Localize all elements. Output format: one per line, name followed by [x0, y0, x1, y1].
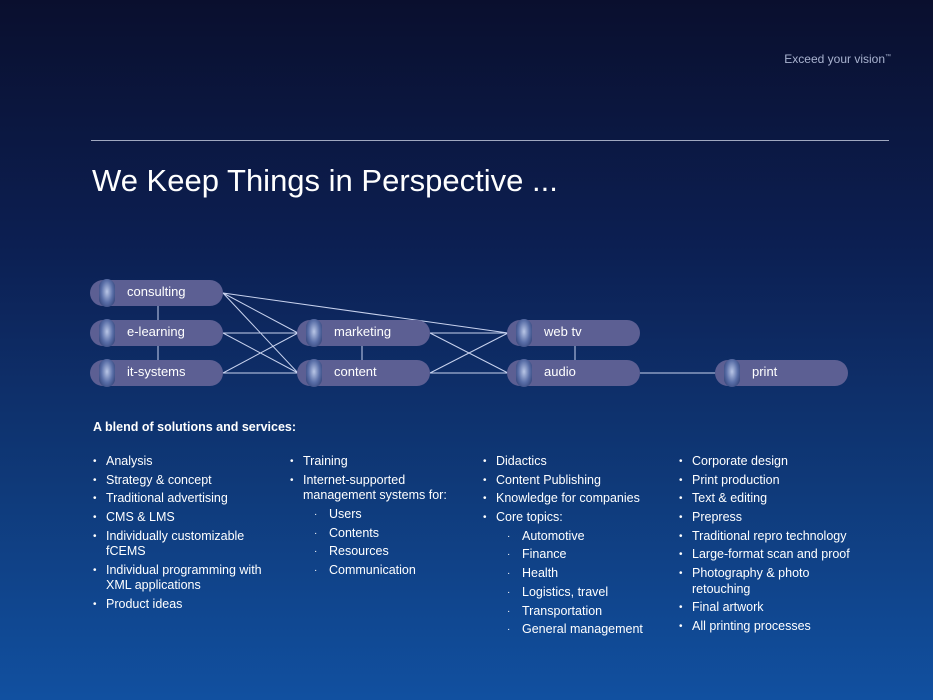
node-audio: audio [507, 359, 640, 387]
sub-list-item: Automotive [483, 529, 673, 545]
node-e-learning: e-learning [90, 319, 223, 347]
list-item: Core topics: [483, 510, 673, 526]
list-item: Strategy & concept [93, 473, 283, 489]
sub-list-item: Communication [290, 563, 480, 579]
node-label: print [752, 364, 778, 379]
list-item: Photography & photo retouching [679, 566, 869, 597]
knob-icon [306, 359, 322, 387]
node-it-systems: it-systems [90, 359, 223, 387]
sub-list-item: Logistics, travel [483, 585, 673, 601]
knob-icon [99, 279, 115, 307]
column-1: AnalysisStrategy & conceptTraditional ad… [93, 454, 283, 616]
column-3: DidacticsContent PublishingKnowledge for… [483, 454, 673, 641]
list-item: Text & editing [679, 491, 869, 507]
node-label: it-systems [127, 364, 186, 379]
sub-list-item: Users [290, 507, 480, 523]
node-label: content [334, 364, 377, 379]
list-item: All printing processes [679, 619, 869, 635]
node-print: print [715, 359, 848, 387]
node-web-tv: web tv [507, 319, 640, 347]
list-item: Content Publishing [483, 473, 673, 489]
column-2: TrainingInternet-supported management sy… [290, 454, 480, 582]
list-item: Knowledge for companies [483, 491, 673, 507]
node-label: marketing [334, 324, 392, 339]
section-heading: A blend of solutions and services: [93, 420, 297, 434]
node-label: e-learning [127, 324, 185, 339]
divider [91, 140, 889, 141]
list-item: Training [290, 454, 480, 470]
knob-icon [724, 359, 740, 387]
list-item: Traditional repro technology [679, 529, 869, 545]
list-item: Internet-supported management systems fo… [290, 473, 480, 504]
node-consulting: consulting [90, 279, 223, 307]
list-item: Print production [679, 473, 869, 489]
list-item: Prepress [679, 510, 869, 526]
knob-icon [99, 359, 115, 387]
list-item: Product ideas [93, 597, 283, 613]
list-item: Corporate design [679, 454, 869, 470]
list-item: CMS & LMS [93, 510, 283, 526]
knob-icon [306, 319, 322, 347]
sub-list-item: Finance [483, 547, 673, 563]
list-item: Individually customizable fCEMS [93, 529, 283, 560]
page-title: We Keep Things in Perspective ... [92, 163, 558, 198]
node-label: audio [544, 364, 576, 379]
list-item: Traditional advertising [93, 491, 283, 507]
tagline: Exceed your vision™ [784, 52, 891, 66]
sub-list-item: Contents [290, 526, 480, 542]
sub-list-item: Transportation [483, 604, 673, 620]
node-label: consulting [127, 284, 186, 299]
list-item: Large-format scan and proof [679, 547, 869, 563]
list-item: Individual programming with XML applicat… [93, 563, 283, 594]
knob-icon [99, 319, 115, 347]
sub-list-item: General management [483, 622, 673, 638]
tagline-text: Exceed your vision [784, 52, 885, 66]
node-content: content [297, 359, 430, 387]
list-item: Analysis [93, 454, 283, 470]
node-marketing: marketing [297, 319, 430, 347]
sub-list-item: Health [483, 566, 673, 582]
list-item: Final artwork [679, 600, 869, 616]
list-item: Didactics [483, 454, 673, 470]
trademark-mark: ™ [885, 54, 891, 60]
node-label: web tv [544, 324, 582, 339]
knob-icon [516, 319, 532, 347]
column-4: Corporate designPrint productionText & e… [679, 454, 869, 638]
knob-icon [516, 359, 532, 387]
sub-list-item: Resources [290, 544, 480, 560]
